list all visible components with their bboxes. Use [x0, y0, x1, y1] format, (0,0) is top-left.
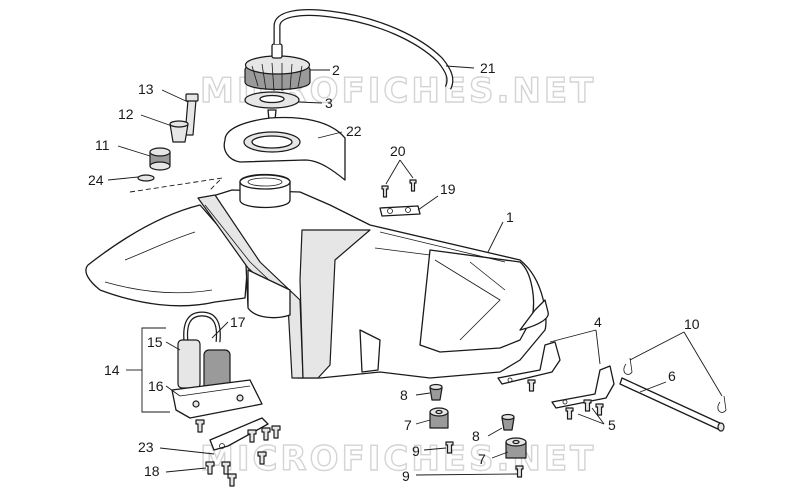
- callout-7a: 7: [404, 417, 412, 433]
- callout-19: 19: [440, 181, 456, 197]
- pump-bracket: [209, 417, 269, 451]
- rear-brackets: [497, 341, 615, 409]
- fuel-tank: [85, 173, 549, 379]
- breather-hose: [274, 10, 453, 90]
- callout-9a: 9: [412, 443, 420, 459]
- callout-6: 6: [668, 368, 676, 384]
- callout-3: 3: [325, 95, 333, 111]
- pump-screws: [195, 419, 281, 487]
- leader-lines: [107, 65, 723, 476]
- tank-cover: [223, 116, 346, 181]
- callout-4: 4: [594, 314, 602, 330]
- callout-10: 10: [684, 316, 700, 332]
- callout-2: 2: [332, 62, 340, 78]
- callout-24: 24: [88, 172, 104, 188]
- vent-spacer: [169, 120, 189, 143]
- callout-23: 23: [138, 439, 154, 455]
- callout-7b: 7: [478, 451, 486, 467]
- vent-washer: [137, 174, 155, 182]
- callout-16: 16: [148, 378, 164, 394]
- fuel-cap: [244, 43, 311, 92]
- callout-20: 20: [390, 143, 406, 159]
- cap-gasket: [244, 91, 300, 121]
- callout-8b: 8: [472, 428, 480, 444]
- assembly-guide: [129, 177, 224, 193]
- callout-21: 21: [480, 60, 496, 76]
- callout-8a: 8: [400, 387, 408, 403]
- callout-5: 5: [608, 417, 616, 433]
- callout-15: 15: [147, 334, 163, 350]
- fuel-pump-assembly: [171, 311, 263, 419]
- callout-13: 13: [138, 81, 154, 97]
- mounting-rod: [619, 377, 725, 432]
- callout-22: 22: [346, 123, 362, 139]
- callout-1: 1: [506, 209, 514, 225]
- mount-plate: [379, 205, 421, 217]
- callout-11: 11: [95, 137, 110, 153]
- retaining-clips: [623, 357, 727, 413]
- callout-17: 17: [230, 314, 246, 330]
- callout-9b: 9: [402, 468, 410, 484]
- callout-14: 14: [104, 362, 120, 378]
- mount-screws: [381, 179, 417, 198]
- bracket-screws: [527, 379, 604, 420]
- callout-labels: 2 3 21 22 13 12 11 24 20 19 1 4 5 10 6 8…: [88, 60, 700, 484]
- vent-bushing: [149, 147, 171, 171]
- callout-12: 12: [118, 106, 134, 122]
- callout-18: 18: [144, 463, 160, 479]
- watermark-bottom: MICROFICHES.NET: [200, 439, 596, 479]
